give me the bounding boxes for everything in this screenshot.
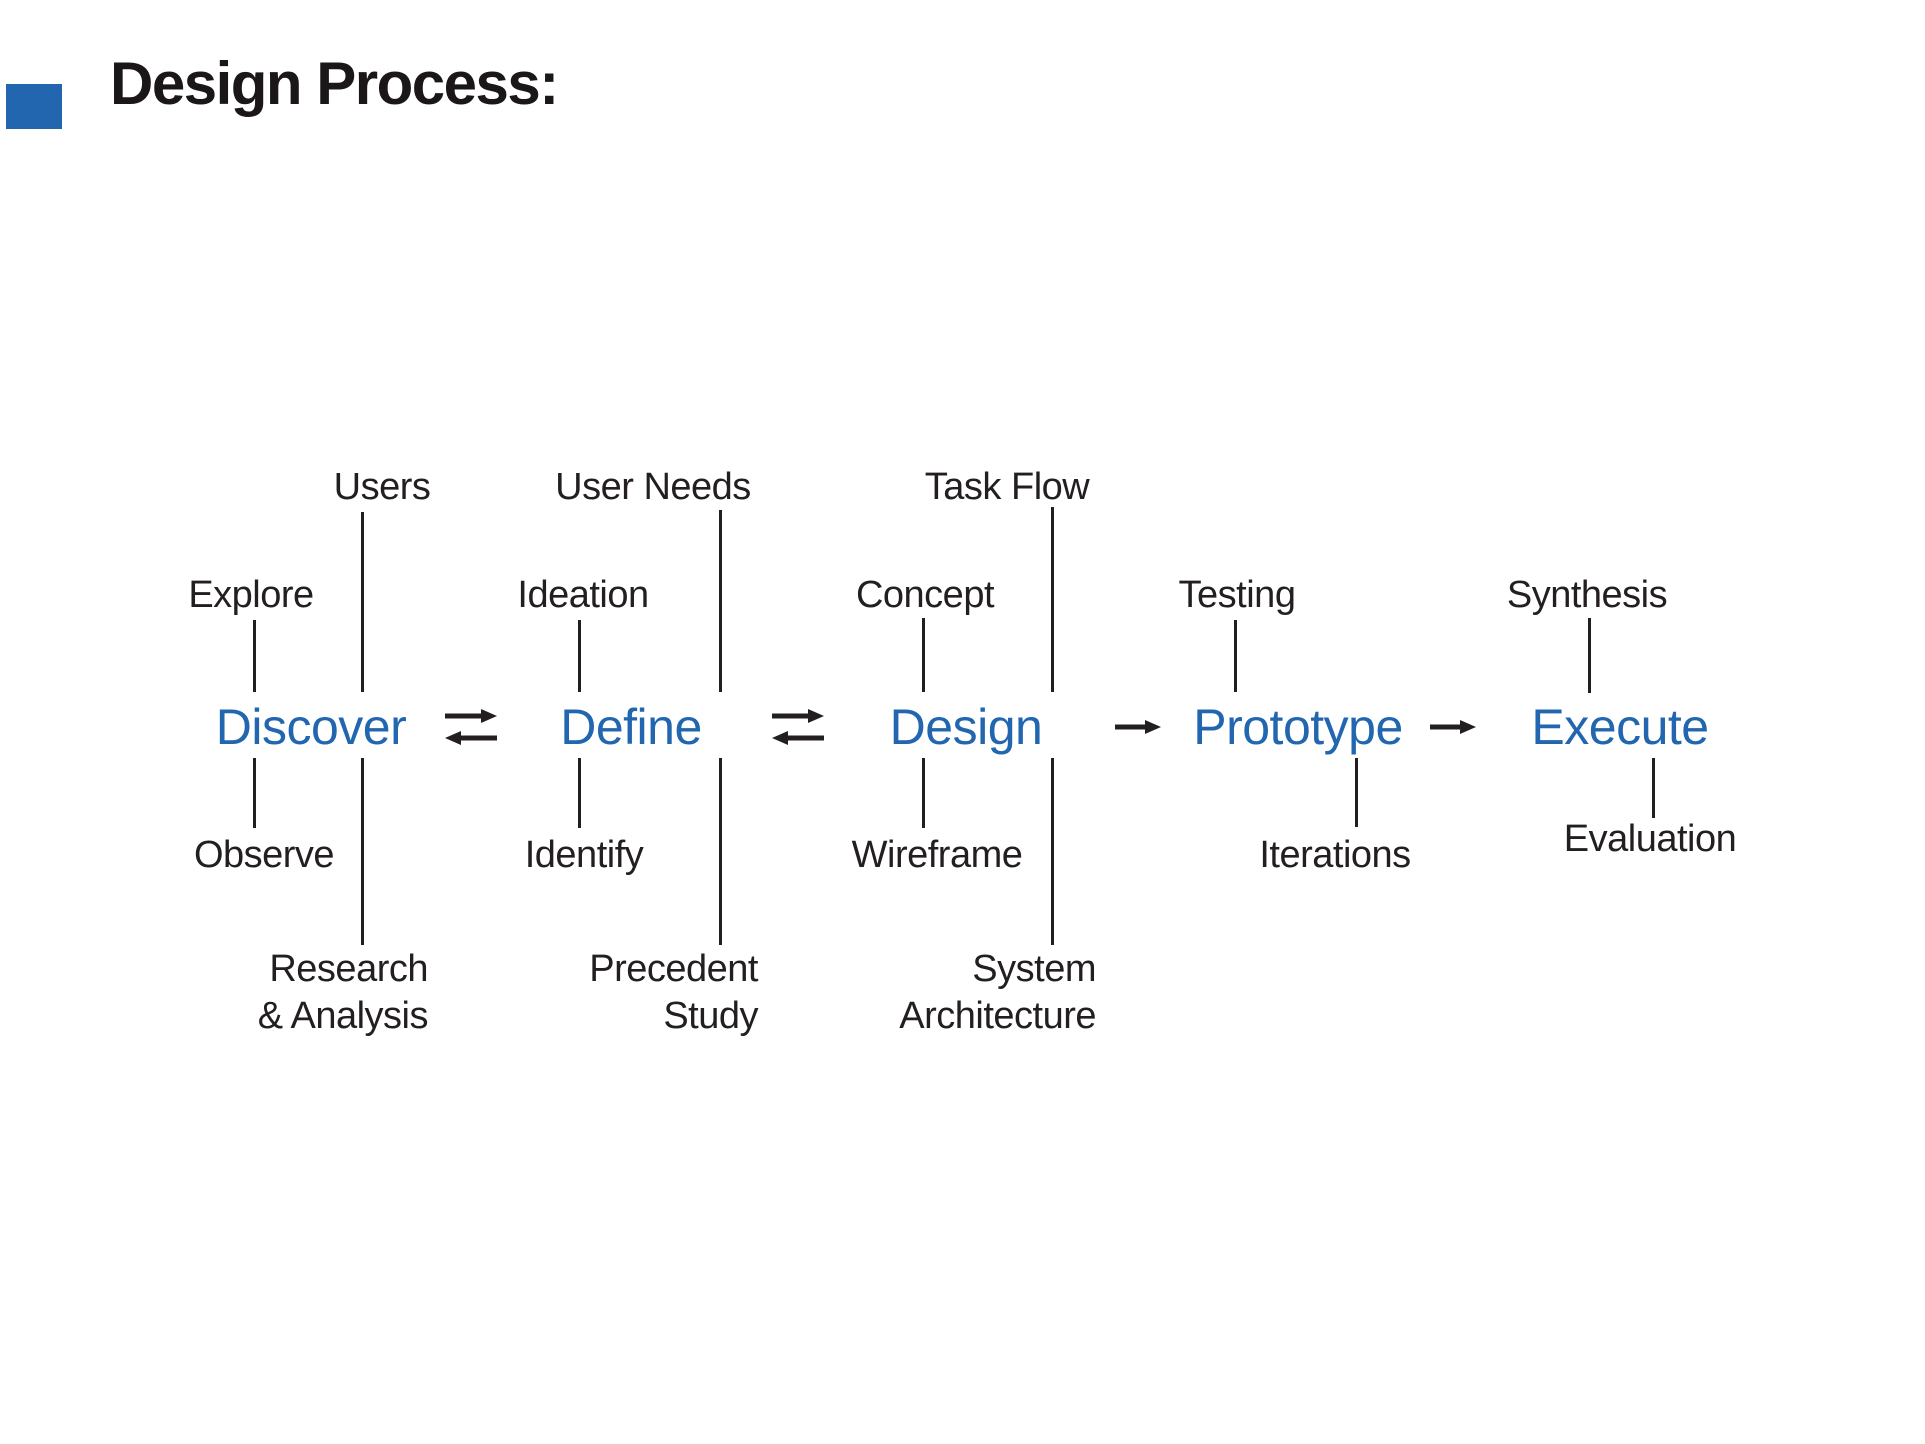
label-testing: Testing [1178, 574, 1296, 616]
label-concept: Concept [855, 574, 995, 616]
testing-prototype-line [1234, 620, 1237, 692]
label-ideation: Ideation [517, 574, 649, 616]
synthesis-execute-line [1588, 618, 1591, 693]
page-title: Design Process: [110, 50, 559, 117]
forward-arrow-icon [1430, 719, 1476, 735]
task-flow-line-upper [1051, 507, 1054, 692]
stage-execute: Execute [1531, 699, 1709, 755]
label-users: Users [333, 466, 431, 508]
label-observe: Observe [193, 834, 335, 876]
label-task-flow: Task Flow [924, 466, 1090, 508]
user-needs-line-lower [719, 758, 722, 945]
users-line-upper [361, 512, 364, 692]
label-user-needs: User Needs [555, 466, 751, 508]
label-system-architecture-line1: System [972, 948, 1096, 990]
label-synthesis: Synthesis [1506, 574, 1668, 616]
label-precedent-study-line1: Precedent [589, 948, 758, 990]
label-system-architecture-line2: Architecture [899, 995, 1096, 1037]
stage-design: Design [889, 699, 1043, 755]
ideation-define-line [578, 620, 581, 692]
label-iterations: Iterations [1259, 834, 1411, 876]
bidirectional-arrow-icon [445, 709, 497, 745]
label-research-analysis: Research & Analysis [200, 946, 429, 1040]
label-identify: Identify [524, 834, 644, 876]
concept-design-line [922, 618, 925, 692]
discover-observe-line [253, 758, 256, 828]
forward-arrow-icon [1115, 719, 1161, 735]
stage-prototype: Prototype [1193, 699, 1403, 755]
task-flow-line-lower [1051, 758, 1054, 945]
bidirectional-arrow-icon [772, 709, 824, 745]
design-wireframe-line [922, 758, 925, 828]
label-precedent-study: Precedent Study [530, 946, 758, 1040]
accent-block [6, 84, 62, 129]
label-evaluation: Evaluation [1563, 818, 1737, 860]
stage-define: Define [560, 699, 702, 755]
stage-discover: Discover [215, 699, 407, 755]
label-research-analysis-line2: & Analysis [257, 995, 429, 1037]
users-line-lower [361, 758, 364, 945]
user-needs-line-upper [719, 510, 722, 692]
explore-discover-line [253, 620, 256, 692]
label-explore: Explore [188, 574, 314, 616]
prototype-iterations-line [1355, 758, 1358, 827]
execute-evaluation-line [1652, 758, 1655, 818]
label-research-analysis-line1: Research [269, 948, 428, 990]
label-wireframe: Wireframe [851, 834, 1023, 876]
define-identify-line [578, 758, 581, 828]
label-system-architecture: System Architecture [860, 946, 1096, 1040]
label-precedent-study-line2: Study [663, 995, 758, 1037]
